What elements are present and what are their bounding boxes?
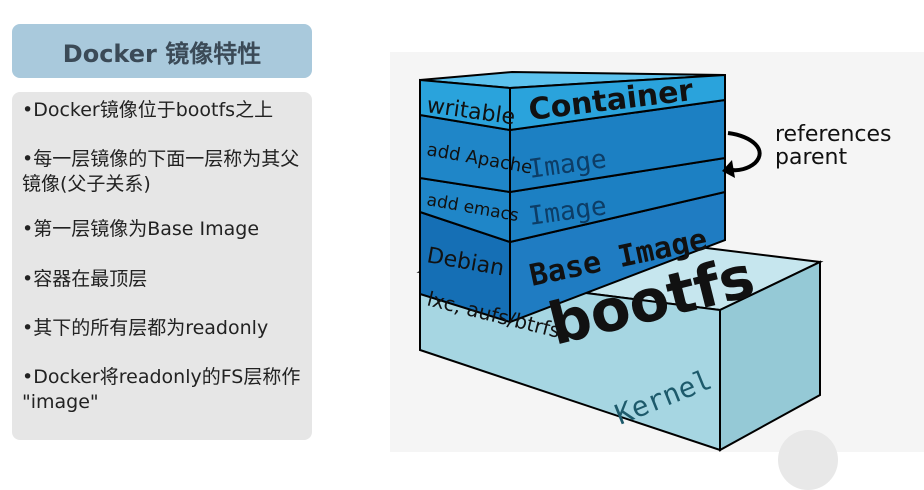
bullet-list: •Docker镜像位于bootfs之上 •每一层镜像的下面一层称为其父镜像(父子… xyxy=(22,98,304,415)
references-arrow xyxy=(727,131,762,173)
bullet-item: •其下的所有层都为readonly xyxy=(22,317,269,339)
parent-label: parent xyxy=(775,145,847,170)
container-layer-side xyxy=(509,73,726,132)
references-label: references xyxy=(775,122,892,147)
references-arrowhead xyxy=(722,160,735,178)
bullet-item: •Docker镜像位于bootfs之上 xyxy=(22,99,274,121)
bullet-item: •第一层镜像为Base Image xyxy=(22,218,260,240)
bullet-item: •每一层镜像的下面一层称为其父镜像(父子关系) xyxy=(22,148,300,195)
slide-title-text: Docker 镜像特性 xyxy=(62,39,262,68)
decorative-circle xyxy=(778,430,838,490)
bullet-item: •容器在最顶层 xyxy=(22,268,148,290)
slide-title: Docker 镜像特性 xyxy=(12,24,312,78)
bullet-list-panel: •Docker镜像位于bootfs之上 •每一层镜像的下面一层称为其父镜像(父子… xyxy=(12,92,312,440)
bullet-item: •Docker将readonly的FS层称作 "image" xyxy=(22,366,301,413)
